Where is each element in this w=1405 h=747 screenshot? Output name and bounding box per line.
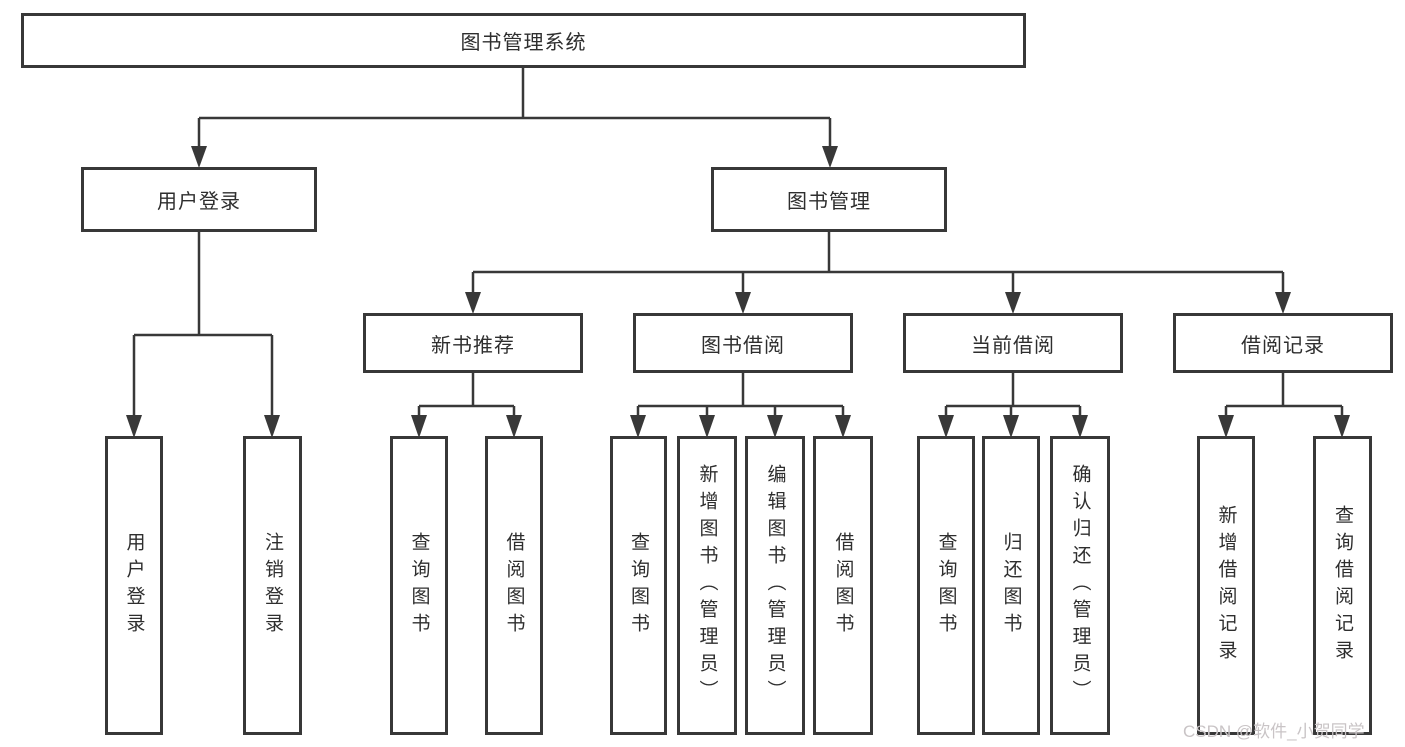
node-label: 借阅图书	[832, 531, 854, 640]
arrowhead	[506, 415, 522, 438]
node-label: 图书管理	[787, 191, 871, 213]
node-library-management-system: 图书管理系统	[21, 13, 1026, 68]
arrowhead	[126, 415, 142, 438]
leaf-logout: 注销登录	[243, 436, 302, 735]
node-label: 用户登录	[123, 531, 145, 640]
arrowhead	[822, 146, 838, 168]
node-label: 注销登录	[262, 531, 283, 640]
arrowhead	[1218, 415, 1234, 438]
connector-borrow-to-leaves	[636, 373, 845, 417]
leaf-query-books: 查询图书	[610, 436, 667, 735]
node-label: 查询图书	[935, 531, 957, 640]
leaf-return-books: 归还图书	[982, 436, 1040, 735]
leaf-user-login: 用户登录	[105, 436, 163, 735]
connector-current-to-leaves	[944, 373, 1082, 417]
node-borrowing-records: 借阅记录	[1173, 313, 1393, 373]
arrowhead	[1275, 292, 1291, 314]
node-label: 图书借阅	[701, 334, 785, 357]
arrowhead	[767, 415, 783, 438]
leaf-add-books-admin: 新增图书（管理员）	[677, 436, 737, 735]
node-user-login: 用户登录	[81, 167, 317, 232]
leaf-add-borrow-record: 新增借阅记录	[1197, 436, 1255, 735]
arrowhead	[1005, 292, 1021, 314]
node-label: 借阅记录	[1241, 334, 1325, 357]
node-label: 查询图书	[628, 531, 649, 640]
leaf-edit-books-admin: 编辑图书（管理员）	[745, 436, 805, 735]
arrowhead	[938, 415, 954, 438]
leaf-borrow-books: 借阅图书	[485, 436, 543, 735]
arrowhead	[1334, 415, 1350, 438]
node-label: 用户登录	[157, 191, 241, 213]
connector-bookmgmt-to-level3	[471, 232, 1285, 294]
node-label: 图书管理系统	[460, 32, 587, 54]
connector-newbook-to-leaves	[417, 373, 516, 417]
arrowhead	[411, 415, 427, 438]
arrowhead	[699, 415, 715, 438]
arrowhead	[465, 292, 481, 314]
node-label: 借阅图书	[503, 531, 525, 640]
arrowhead	[264, 415, 280, 438]
node-label: 查询借阅记录	[1332, 504, 1353, 667]
csdn-watermark: CSDN @软件_小贺同学	[1183, 722, 1365, 741]
node-new-book-recommendation: 新书推荐	[363, 313, 583, 373]
node-label: 当前借阅	[971, 334, 1055, 357]
node-label: 查询图书	[408, 531, 430, 640]
arrowhead	[1003, 415, 1019, 438]
node-label: 新增借阅记录	[1215, 504, 1237, 667]
node-label: 新书推荐	[431, 334, 515, 357]
leaf-query-books: 查询图书	[917, 436, 975, 735]
node-label: 编辑图书（管理员）	[764, 464, 786, 707]
node-label: 新增图书（管理员）	[696, 464, 718, 707]
node-current-borrowing: 当前借阅	[903, 313, 1123, 373]
connector-root-to-level2	[197, 68, 832, 148]
leaf-confirm-return-admin: 确认归还（管理员）	[1050, 436, 1110, 735]
node-label: 确认归还（管理员）	[1069, 464, 1091, 707]
arrowhead	[735, 292, 751, 314]
node-book-management: 图书管理	[711, 167, 947, 232]
leaf-query-borrow-record: 查询借阅记录	[1313, 436, 1372, 735]
arrowhead	[630, 415, 646, 438]
arrowhead	[191, 146, 207, 168]
leaf-borrow-books: 借阅图书	[813, 436, 873, 735]
node-label: 归还图书	[1000, 531, 1022, 640]
arrowhead	[835, 415, 851, 438]
connector-records-to-leaves	[1224, 373, 1344, 417]
connector-login-to-leaves	[132, 232, 274, 417]
arrowhead	[1072, 415, 1088, 438]
node-book-borrowing: 图书借阅	[633, 313, 853, 373]
leaf-query-books: 查询图书	[390, 436, 448, 735]
